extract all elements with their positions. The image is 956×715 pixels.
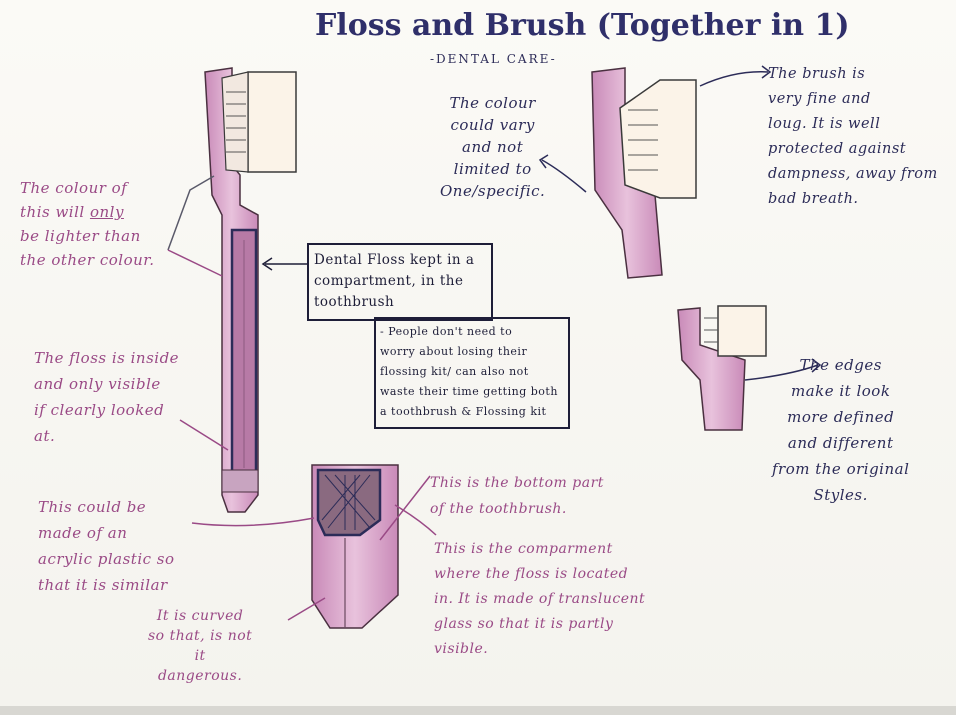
- page-title: Floss and Brush (Together in 1): [315, 8, 850, 43]
- note-bottom-part: This is the bottom part of the toothbrus…: [430, 470, 604, 522]
- note-colour-lighter-b: be lighter than the other colour.: [20, 227, 155, 269]
- note-edges: The edges make it look more defined and …: [772, 352, 909, 508]
- top-right-brush: [592, 68, 696, 278]
- page-bottom-edge: [0, 706, 956, 715]
- page-subtitle: -DENTAL CARE-: [430, 52, 557, 66]
- main-bristles: [222, 72, 296, 172]
- main-toothbrush: [205, 68, 296, 512]
- note-compartment: This is the comparment where the floss i…: [434, 537, 645, 662]
- note-colour-lighter-only: only: [90, 203, 124, 221]
- note-curved: It is curved so that, is not it dangerou…: [148, 606, 252, 686]
- note-colour-lighter: The colour of this will only be lighter …: [20, 176, 155, 272]
- note-brush-fine: The brush is very fine and loug. It is w…: [768, 62, 938, 212]
- note-acrylic: This could be made of an acrylic plastic…: [38, 494, 175, 598]
- people-box-text: - People don't need to worry about losin…: [380, 322, 558, 422]
- edges-drawing: [678, 306, 766, 430]
- bottom-part-drawing: [312, 465, 398, 628]
- note-colour-vary: The colour could vary and not limited to…: [440, 92, 545, 202]
- note-floss-inside: The floss is inside and only visible if …: [34, 345, 179, 449]
- floss-box-text: Dental Floss kept in a compartment, in t…: [314, 250, 474, 313]
